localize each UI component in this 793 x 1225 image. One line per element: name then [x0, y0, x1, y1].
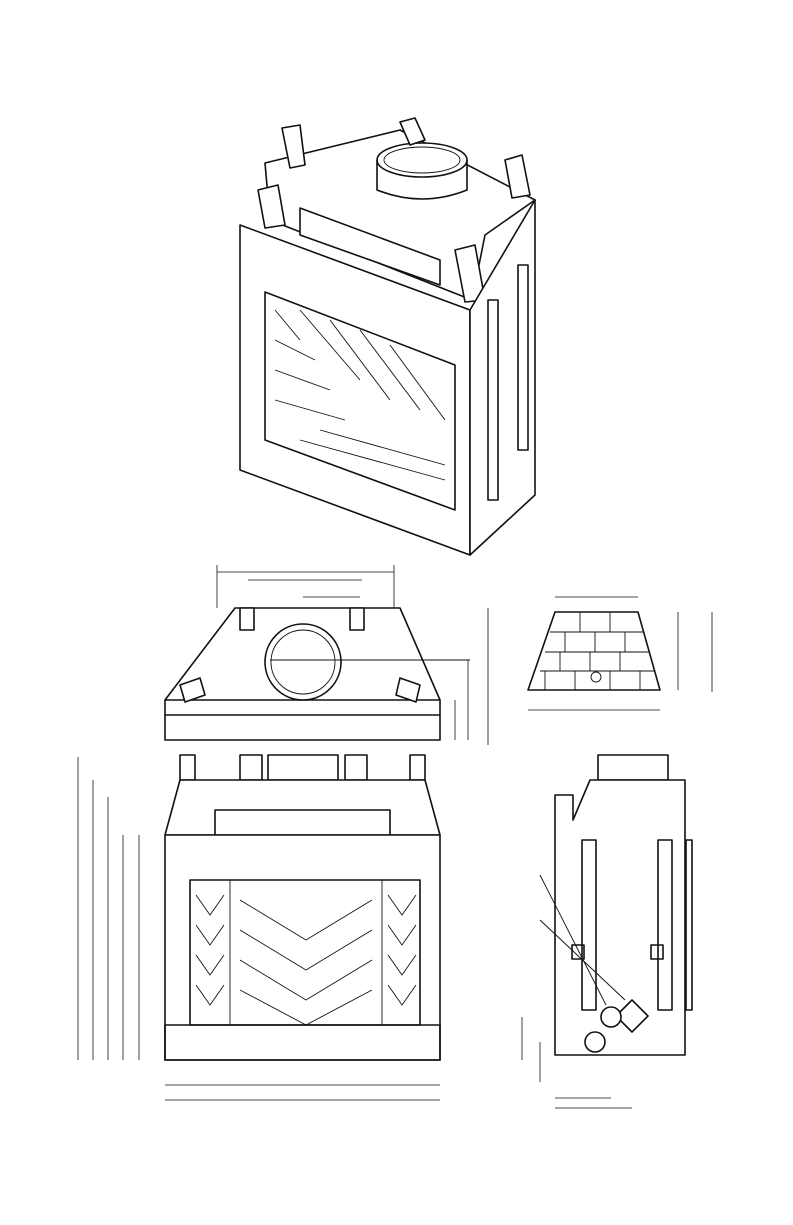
- refractory-rear-panel-view: [528, 597, 712, 710]
- side-elevation-view: [522, 755, 692, 1108]
- isometric-view: [240, 118, 535, 555]
- top-view: [165, 565, 488, 745]
- front-elevation-view: [78, 755, 440, 1100]
